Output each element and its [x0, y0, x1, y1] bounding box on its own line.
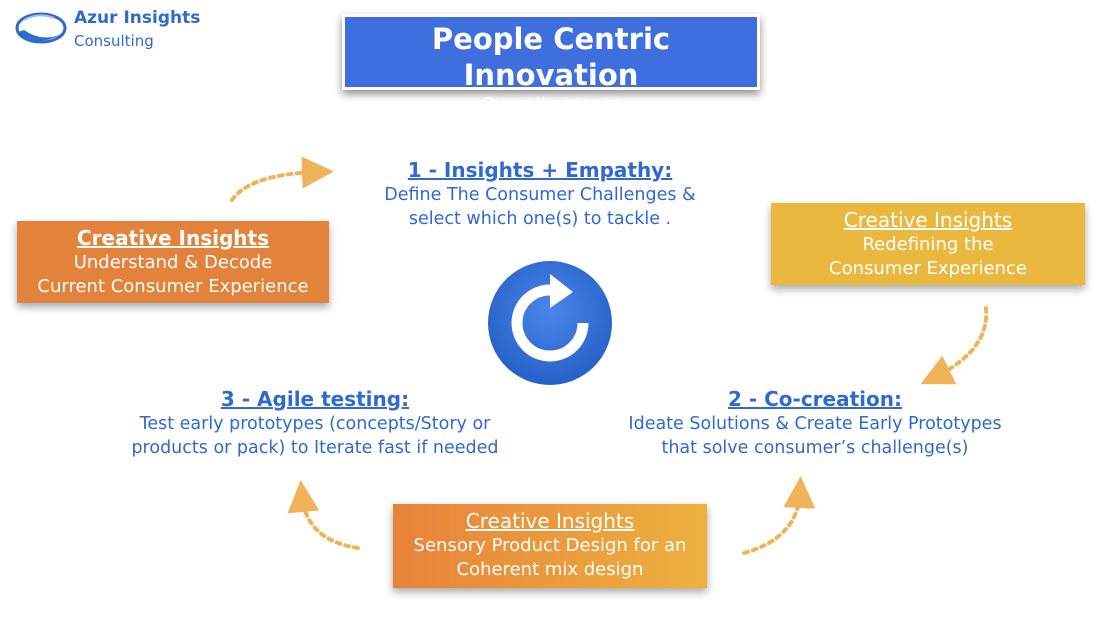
- creative-insights-box-left: Creative Insights Understand & Decode Cu…: [17, 221, 329, 303]
- step-text-line: that solve consumer’s challenge(s): [661, 438, 969, 458]
- box-heading: Creative Insights: [465, 509, 635, 533]
- company-logo: Azur Insights Consulting: [14, 6, 214, 54]
- page-title: People Centric Innovation: [431, 22, 671, 92]
- step-text-line: Test early prototypes (concepts/Story or: [139, 414, 491, 434]
- box-text-line: Consumer Experience: [829, 258, 1027, 279]
- step-text-line: Define The Consumer Challenges &: [384, 185, 696, 205]
- arrow-bottom-right: [742, 476, 816, 555]
- title-banner: People Centric Innovation Overall proces…: [342, 14, 760, 115]
- step-heading: 1 - Insights + Empathy:: [407, 158, 673, 182]
- step-heading: 3 - Agile testing:: [220, 387, 410, 411]
- step-text-line: select which one(s) to tackle .: [408, 209, 672, 229]
- step-heading: 2 - Co-creation:: [727, 387, 903, 411]
- step-text-line: Ideate Solutions & Create Early Prototyp…: [628, 414, 1002, 434]
- page-subtitle: Overall process: [481, 94, 621, 115]
- box-text-line: Understand & Decode: [73, 252, 273, 273]
- step-agile-testing: 3 - Agile testing: Test early prototypes…: [100, 386, 530, 460]
- cycle-refresh-icon: [488, 261, 612, 385]
- box-heading: Creative Insights: [76, 226, 270, 250]
- arrow-right: [920, 306, 989, 385]
- step-insights-empathy: 1 - Insights + Empathy: Define The Consu…: [345, 157, 735, 231]
- box-text-line: Current Consumer Experience: [37, 276, 309, 297]
- step-co-creation: 2 - Co-creation: Ideate Solutions & Crea…: [600, 386, 1030, 460]
- box-text-line: Sensory Product Design for an: [413, 535, 687, 556]
- logo-tagline: Consulting: [74, 32, 154, 50]
- creative-insights-box-right: Creative Insights Redefining the Consume…: [771, 203, 1085, 285]
- box-text-line: Redefining the: [862, 234, 994, 255]
- step-text-line: products or pack) to Iterate fast if nee…: [131, 438, 499, 458]
- arrow-bottom-left: [287, 480, 360, 550]
- logo-swoosh-icon: [15, 12, 67, 44]
- box-heading: Creative Insights: [843, 208, 1013, 232]
- arrow-top-left: [230, 156, 334, 202]
- logo-name: Azur Insights: [74, 8, 201, 28]
- box-text-line: Coherent mix design: [456, 559, 644, 580]
- creative-insights-box-bottom: Creative Insights Sensory Product Design…: [393, 504, 707, 588]
